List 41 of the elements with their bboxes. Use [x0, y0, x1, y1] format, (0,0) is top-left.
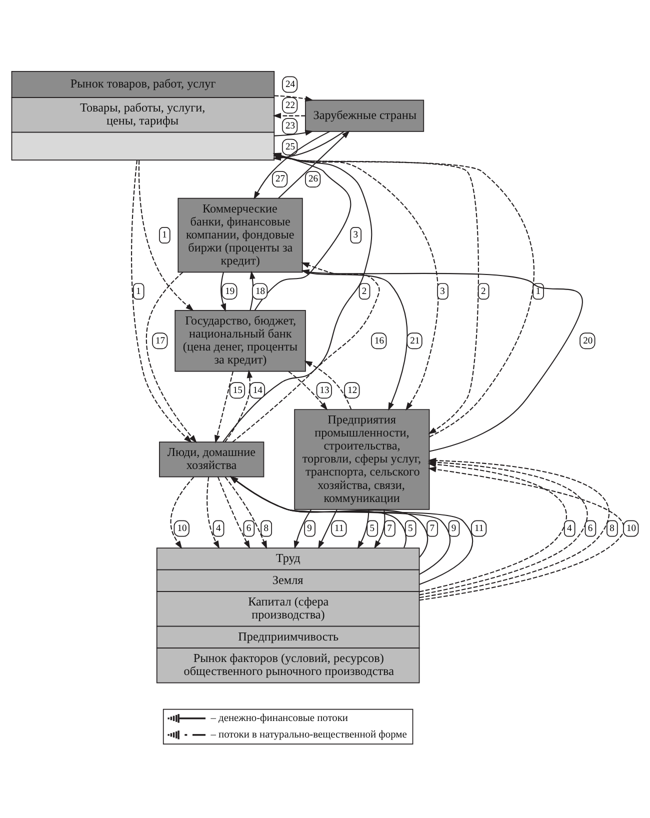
- edge-label: 23: [285, 120, 296, 132]
- edge-label: 1: [162, 229, 167, 240]
- edge-label: 2: [480, 285, 486, 296]
- edge-label: 19: [225, 285, 235, 296]
- edge-label: 6: [588, 522, 593, 534]
- edge-label: 13: [320, 384, 330, 396]
- edge-label: 11: [474, 522, 484, 534]
- edge-label: 8: [610, 522, 614, 534]
- edge-label: 10: [626, 522, 636, 534]
- edge-label: 9: [451, 522, 456, 534]
- edge-label: 5: [408, 522, 413, 534]
- edge-label: 25: [285, 141, 296, 152]
- edge-label: 20: [583, 334, 593, 346]
- edge-label: 1: [536, 285, 541, 296]
- edge-label: 14: [252, 384, 262, 396]
- edge-label: 9: [307, 522, 312, 534]
- edge-label: 8: [264, 522, 269, 534]
- edge-label: 17: [156, 334, 166, 346]
- edge-label: 6: [246, 522, 252, 534]
- edge-label: 12: [348, 384, 358, 396]
- edge-label: 10: [177, 522, 187, 534]
- edge-label: 27: [275, 173, 286, 184]
- edge-label: 26: [308, 173, 318, 184]
- legend-label: – денежно-финансовые потоки: [210, 712, 348, 724]
- edge-label: 3: [440, 285, 445, 296]
- edge-label: 1: [136, 285, 141, 296]
- edge-label: 21: [410, 334, 420, 346]
- edge-label: 16: [374, 334, 384, 346]
- legend-label: – потоки в натурально-вещественной форме: [210, 729, 407, 740]
- edge-label: 22: [285, 99, 296, 110]
- edge-label: 7: [430, 522, 434, 534]
- edge-label: 4: [216, 522, 221, 534]
- edge-label: 11: [334, 522, 344, 534]
- edge-label: 3: [353, 229, 358, 240]
- edge-label: 18: [255, 285, 266, 296]
- edge-label: 5: [370, 522, 375, 534]
- edge-label: 15: [232, 384, 242, 396]
- edge-label: 4: [567, 522, 572, 534]
- edge-label: 24: [285, 78, 296, 90]
- edge-label: 2: [362, 285, 367, 296]
- edge-label: 7: [387, 522, 392, 534]
